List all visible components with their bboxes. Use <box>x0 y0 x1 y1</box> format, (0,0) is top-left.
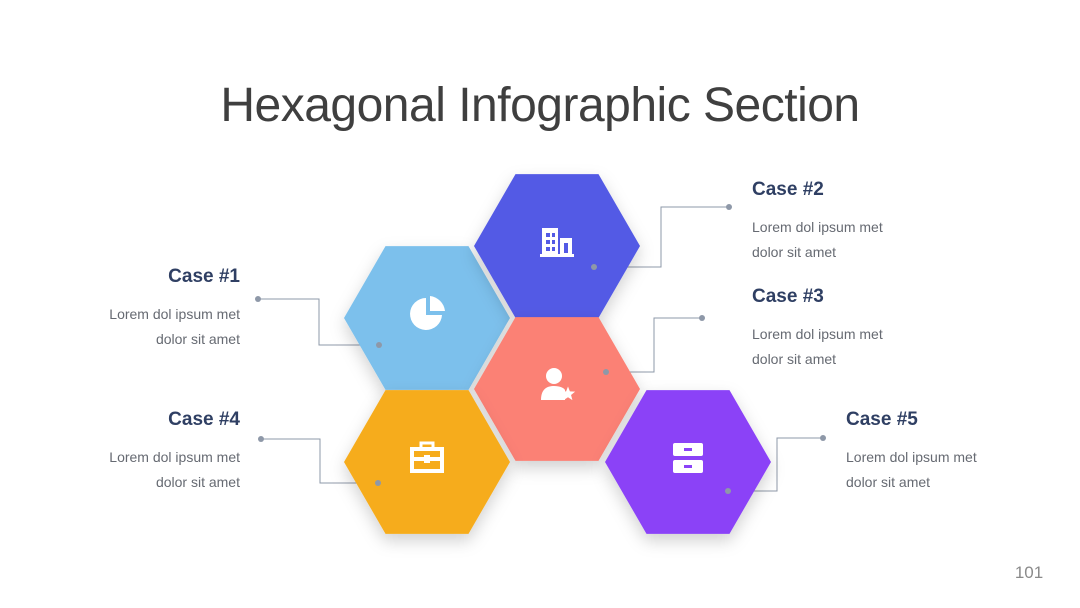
case-3-label-dot <box>699 315 705 321</box>
case-3-title: Case #3 <box>752 286 824 307</box>
user-star-icon <box>541 368 576 401</box>
case-4-text-line-1: Lorem dol ipsum met <box>109 449 240 465</box>
case-3-text-line-2: dolor sit amet <box>752 351 837 367</box>
case-2-text-line-1: Lorem dol ipsum met <box>752 219 883 235</box>
case-4-label-dot <box>258 436 264 442</box>
case-4-title: Case #4 <box>168 409 240 430</box>
hexagon-group <box>344 174 771 534</box>
case-1-label-dot <box>255 296 261 302</box>
case-4-hexagon-dot <box>375 480 381 486</box>
case-5-text-line-1: Lorem dol ipsum met <box>846 449 977 465</box>
case-3-text-line-1: Lorem dol ipsum met <box>752 326 883 342</box>
case-5-hexagon-dot <box>725 488 731 494</box>
pie-chart-icon <box>410 296 445 330</box>
case-1-text-line-2: dolor sit amet <box>155 331 240 347</box>
server-icon <box>673 443 703 473</box>
briefcase-icon <box>410 441 444 473</box>
case-1-title: Case #1 <box>168 266 240 287</box>
connector-dots <box>255 204 826 494</box>
page-number: 101 <box>1014 563 1044 582</box>
case-1-connector <box>258 298 379 346</box>
case-4-text-line-2: dolor sit amet <box>155 474 240 490</box>
case-4-connector <box>261 438 378 484</box>
case-5-title: Case #5 <box>846 409 918 430</box>
case-5-label-dot <box>820 435 826 441</box>
case-2-hexagon-dot <box>591 264 597 270</box>
case-2-label-dot <box>726 204 732 210</box>
page-title: Hexagonal Infographic Section <box>220 79 860 132</box>
case-1-text-line-1: Lorem dol ipsum met <box>109 306 240 322</box>
building-icon <box>540 228 574 257</box>
case-5-text-line-2: dolor sit amet <box>846 474 931 490</box>
case-2-title: Case #2 <box>752 179 824 200</box>
case-3-hexagon-dot <box>603 369 609 375</box>
case-1-hexagon-dot <box>376 342 382 348</box>
case-2-text-line-2: dolor sit amet <box>752 244 837 260</box>
